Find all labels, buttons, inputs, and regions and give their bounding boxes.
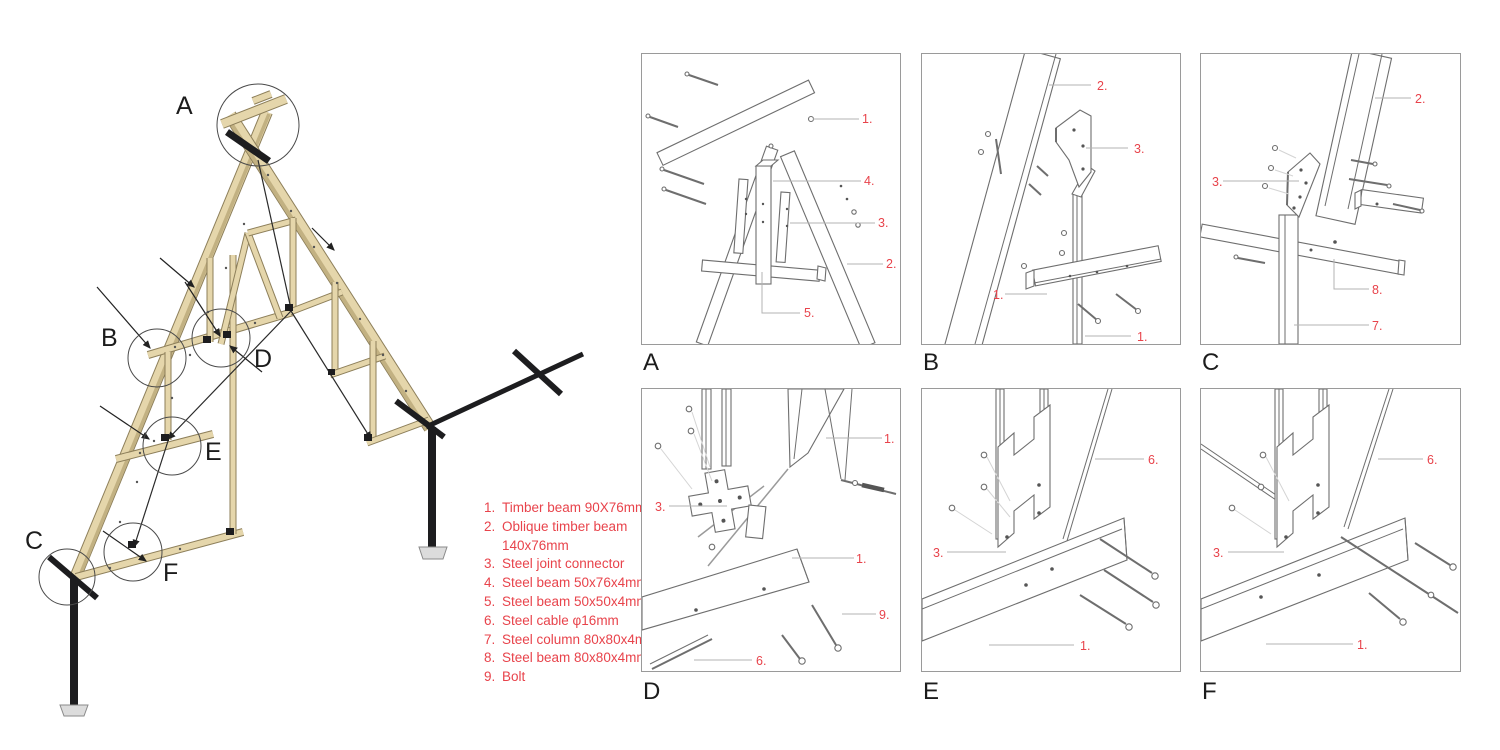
detail-marker-label-e: E: [205, 438, 223, 466]
callout-2: 2.: [1097, 79, 1108, 93]
detail-circle-e: [142, 416, 202, 476]
callout-7: 7.: [1372, 319, 1383, 333]
callout-1b: 1.: [1137, 330, 1148, 344]
panel-letter-f: F: [1202, 678, 1217, 705]
detail-drawing-d: [642, 389, 897, 670]
callout-6: 6.: [756, 654, 767, 668]
callout-1: 1.: [993, 288, 1004, 302]
callout-3: 3.: [933, 546, 944, 560]
legend-item: 4.Steel beam 50x76x4mm: [484, 575, 648, 591]
detail-marker-label-b: B: [101, 324, 119, 352]
detail-panel-c: 2. 3. 8. 7.: [1200, 53, 1461, 345]
callout-4: 4.: [864, 174, 875, 188]
section-arrows: [96, 227, 335, 562]
detail-circle-c: [38, 548, 96, 606]
callout-3: 3.: [1134, 142, 1145, 156]
detail-panel-d: 1. 3. 1. 9. 6.: [641, 388, 901, 672]
detail-circle-b: [127, 328, 187, 388]
panel-letter-e: E: [923, 678, 940, 705]
panel-letter-a: A: [643, 349, 660, 376]
callout-1b: 1.: [856, 552, 867, 566]
callout-6: 6.: [1427, 453, 1438, 467]
legend-item: 3.Steel joint connector: [484, 556, 625, 572]
callout-3: 3.: [878, 216, 889, 230]
detail-marker-label-c: C: [25, 527, 44, 555]
detail-panel-f: 6. 3. 1.: [1200, 388, 1461, 672]
detail-drawing-e: [922, 389, 1160, 646]
isometric-structure-drawing: [38, 83, 585, 717]
legend-item: 8.Steel beam 80x80x4mm: [484, 650, 648, 666]
panel-letter-b: B: [923, 349, 940, 376]
callout-6: 6.: [1148, 453, 1159, 467]
detail-drawing-c: [1201, 54, 1425, 344]
legend-item: 1.Timber beam 90X76mm: [484, 500, 647, 515]
detail-marker-label-a: A: [176, 92, 194, 120]
joint-connectors: [128, 304, 372, 548]
legend: 1.Timber beam 90X76mm 2.Oblique timber b…: [484, 499, 657, 687]
detail-drawing-a: [645, 71, 883, 344]
detail-circle-a: [216, 83, 300, 167]
legend-item: 5.Steel beam 50x50x4mm: [484, 593, 648, 609]
callout-3: 3.: [1212, 175, 1223, 189]
callout-1: 1.: [884, 432, 895, 446]
detail-circles: [38, 83, 300, 606]
detail-marker-label-d: D: [254, 345, 273, 373]
detail-panel-a: 1. 4. 3. 2. 5.: [641, 53, 901, 345]
callout-2: 2.: [886, 257, 897, 271]
detail-drawing-f: [1201, 389, 1459, 645]
callout-1: 1.: [1080, 639, 1091, 653]
panel-letter-c: C: [1202, 349, 1220, 376]
panel-letter-d: D: [643, 678, 661, 705]
legend-item-continuation: 140x76mm: [502, 537, 569, 553]
callout-3: 3.: [1213, 546, 1224, 560]
legend-item: 2.Oblique timber beam: [484, 518, 628, 534]
callout-3: 3.: [655, 500, 666, 514]
callout-8: 8.: [1372, 283, 1383, 297]
callout-1: 1.: [1357, 638, 1368, 652]
timber-frame: [69, 90, 436, 581]
callout-9: 9.: [879, 608, 890, 622]
detail-panel-b: 2. 3. 1. 1.: [921, 53, 1181, 345]
detail-panel-e: 6. 3. 1.: [921, 388, 1181, 672]
legend-item: 6.Steel cable φ16mm: [484, 612, 619, 628]
detail-circle-d: [191, 308, 251, 368]
detail-marker-label-f: F: [163, 559, 179, 587]
callout-1: 1.: [862, 112, 873, 126]
detail-circle-f: [103, 522, 163, 582]
legend-item: 7.Steel column 80x80x4mm: [484, 631, 658, 647]
detail-drawing-b: [943, 54, 1162, 344]
steel-members: [47, 129, 585, 717]
callout-2: 2.: [1415, 92, 1426, 106]
callout-5: 5.: [804, 306, 815, 320]
legend-item: 9.Bolt: [484, 669, 526, 685]
